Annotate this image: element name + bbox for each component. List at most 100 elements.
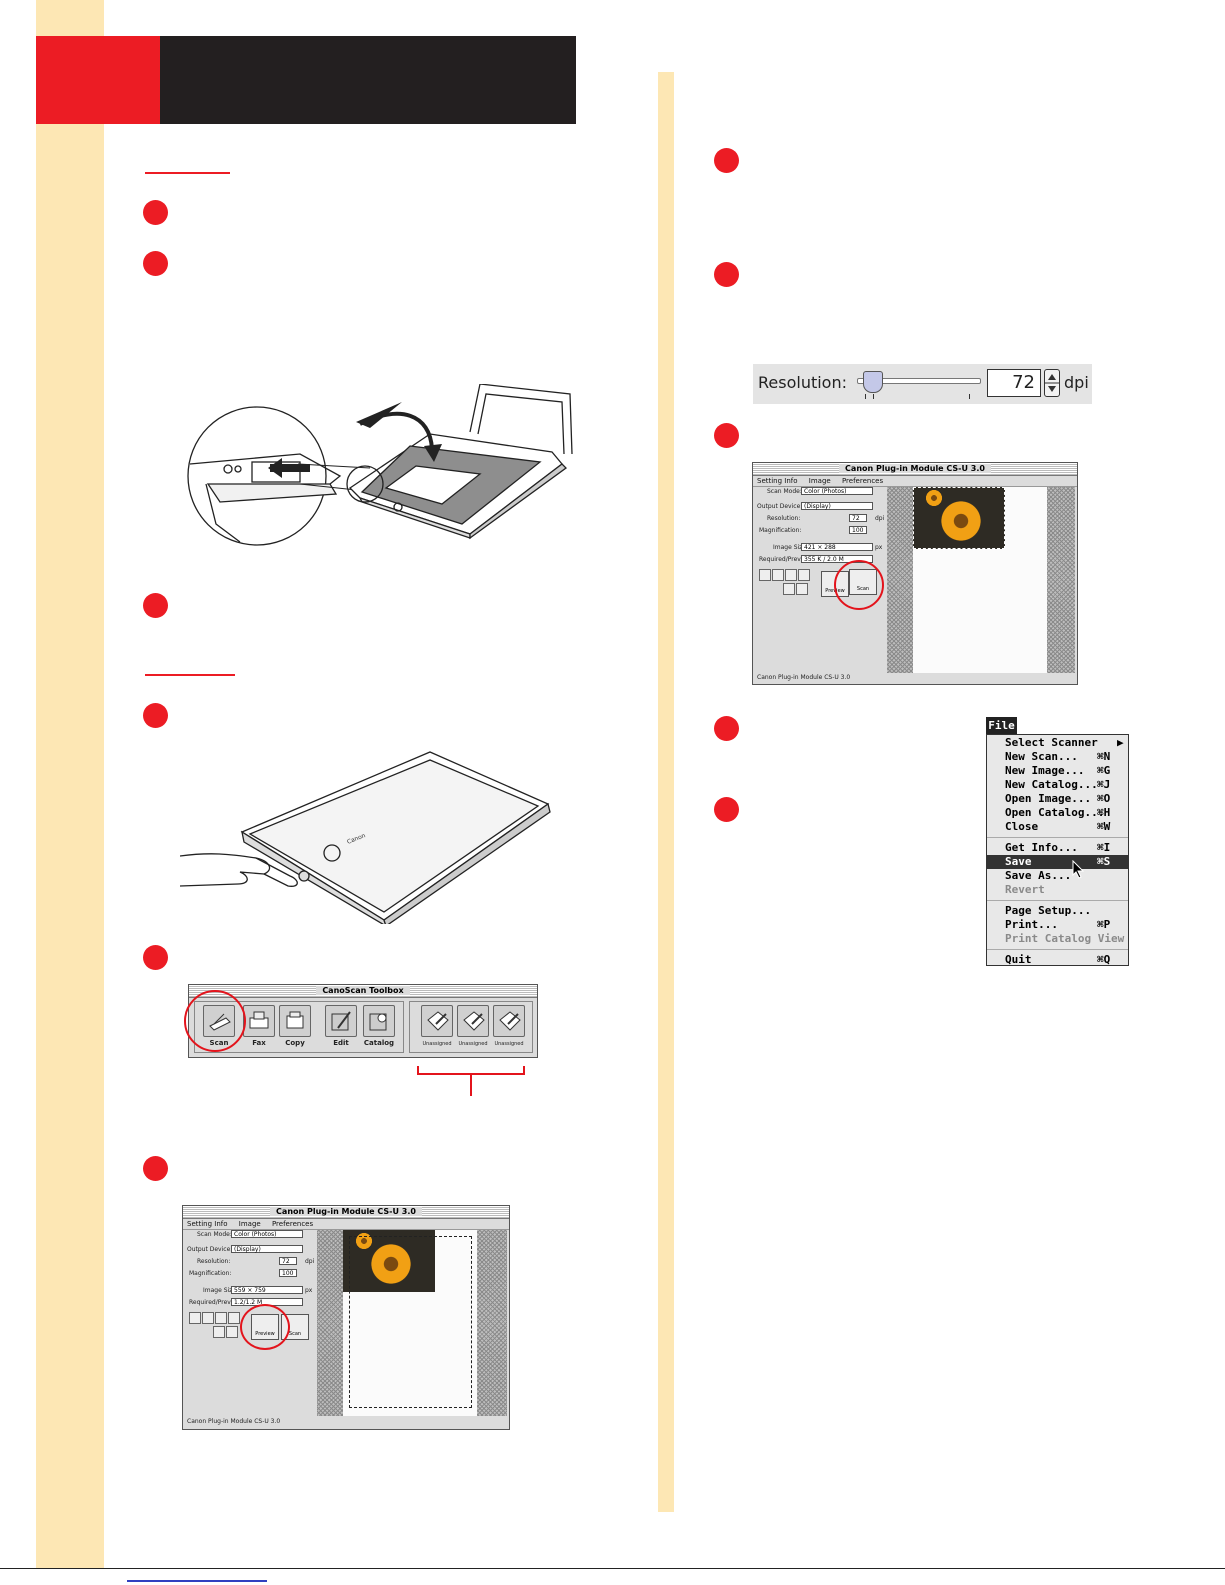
unassigned-button-2[interactable] bbox=[457, 1005, 489, 1037]
resolution-slider-thumb[interactable] bbox=[863, 371, 883, 393]
flower-image-small bbox=[925, 489, 943, 507]
menu-item-shortcut: ⌘O bbox=[1097, 792, 1111, 805]
color-icon[interactable] bbox=[783, 583, 795, 595]
menu-item-shortcut: ⌘G bbox=[1097, 764, 1111, 777]
image-size-label: Image Size: bbox=[203, 1287, 239, 1294]
scan-mode-label: Scan Mode: bbox=[767, 488, 802, 495]
resolution-field-label: Resolution: bbox=[767, 515, 801, 522]
file-menu-dropdown: Select Scanner▶ New Scan...⌘N New Image.… bbox=[986, 734, 1129, 966]
header-red-block bbox=[36, 36, 160, 124]
settings-icon[interactable] bbox=[226, 1326, 238, 1338]
menu-item-new-image[interactable]: New Image...⌘G bbox=[987, 764, 1128, 778]
plugin-title-bar[interactable]: Canon Plug-in Module CS-U 3.0 bbox=[753, 463, 1077, 476]
menu-separator bbox=[987, 837, 1128, 838]
unassigned-button-3[interactable] bbox=[493, 1005, 525, 1037]
menu-item-select-scanner[interactable]: Select Scanner▶ bbox=[987, 736, 1128, 750]
fax-tool-label: Fax bbox=[252, 1039, 266, 1047]
resolution-stepper[interactable] bbox=[1044, 369, 1060, 397]
step-marker bbox=[143, 200, 168, 225]
menu-item-label: Print Catalog View bbox=[1005, 932, 1125, 945]
zoom-in-icon[interactable] bbox=[189, 1312, 201, 1324]
left-margin-band bbox=[36, 0, 104, 1568]
menu-item-shortcut: ⌘H bbox=[1097, 806, 1111, 819]
image-size-unit: px bbox=[305, 1287, 313, 1294]
menu-item-get-info[interactable]: Get Info...⌘I bbox=[987, 841, 1128, 855]
hand-icon[interactable] bbox=[785, 569, 797, 581]
zoom-in-icon[interactable] bbox=[759, 569, 771, 581]
required-label: Required/Prev. bbox=[759, 556, 803, 563]
output-device-label: Output Device: bbox=[187, 1246, 233, 1253]
menu-item-close[interactable]: Close⌘W bbox=[987, 820, 1128, 834]
unassigned-button-1[interactable] bbox=[421, 1005, 453, 1037]
menu-setting-info[interactable]: Setting Info bbox=[187, 1220, 228, 1228]
slider-tick bbox=[873, 394, 874, 399]
menu-preferences[interactable]: Preferences bbox=[841, 477, 884, 485]
menu-separator bbox=[987, 949, 1128, 950]
resolution-control: Resolution: 72 dpi bbox=[753, 364, 1092, 404]
section-rule-2 bbox=[145, 674, 235, 676]
scanner-closed-illustration: Canon bbox=[180, 751, 551, 924]
menu-item-label: New Catalog... bbox=[1005, 778, 1098, 791]
toolbox-title: CanoScan Toolbox bbox=[316, 986, 410, 995]
copier-icon bbox=[286, 1011, 304, 1029]
scan-mode-select[interactable]: Color (Photos) bbox=[801, 487, 873, 495]
resolution-field-input[interactable]: 72 bbox=[279, 1257, 297, 1265]
menu-item-page-setup[interactable]: Page Setup... bbox=[987, 904, 1128, 918]
plugin-window-small: Canon Plug-in Module CS-U 3.0 Setting In… bbox=[752, 462, 1078, 685]
unassigned-label-1: Unassigned bbox=[422, 1041, 452, 1047]
menu-item-save-as[interactable]: Save As... bbox=[987, 869, 1128, 883]
magnification-input[interactable]: 100 bbox=[849, 526, 867, 534]
menu-item-shortcut: ⌘J bbox=[1097, 778, 1111, 791]
rotate-icon[interactable] bbox=[228, 1312, 240, 1324]
plugin-status: Canon Plug-in Module CS-U 3.0 bbox=[187, 1418, 281, 1425]
menu-item-print[interactable]: Print...⌘P bbox=[987, 918, 1128, 932]
menu-item-open-catalog[interactable]: Open Catalog...⌘H bbox=[987, 806, 1128, 820]
scan-button-highlight bbox=[184, 990, 246, 1052]
menu-item-open-image[interactable]: Open Image...⌘O bbox=[987, 792, 1128, 806]
resolution-slider-track[interactable] bbox=[857, 378, 981, 384]
scan-mode-select[interactable]: Color (Photos) bbox=[231, 1230, 303, 1238]
footer-rule bbox=[0, 1568, 1225, 1569]
menu-item-label: Print... bbox=[1005, 918, 1058, 931]
hand-icon[interactable] bbox=[215, 1312, 227, 1324]
catalog-tool-button[interactable] bbox=[363, 1005, 395, 1037]
file-menu-title[interactable]: File bbox=[986, 717, 1017, 735]
edit-tool-button[interactable] bbox=[325, 1005, 357, 1037]
menu-preferences[interactable]: Preferences bbox=[271, 1220, 314, 1228]
menu-item-save[interactable]: Save⌘S bbox=[987, 855, 1128, 869]
step-marker bbox=[143, 251, 168, 276]
toolbox-custom-group bbox=[409, 1001, 533, 1053]
menu-setting-info[interactable]: Setting Info bbox=[757, 477, 798, 485]
fax-tool-button[interactable] bbox=[243, 1005, 275, 1037]
menu-item-label: New Scan... bbox=[1005, 750, 1078, 763]
zoom-out-icon[interactable] bbox=[202, 1312, 214, 1324]
copy-tool-button[interactable] bbox=[279, 1005, 311, 1037]
scan-area-marquee[interactable] bbox=[349, 1236, 472, 1408]
fax-icon bbox=[249, 1011, 269, 1029]
toolbox-title-bar[interactable]: CanoScan Toolbox bbox=[189, 985, 537, 998]
menu-item-new-scan[interactable]: New Scan...⌘N bbox=[987, 750, 1128, 764]
menu-image[interactable]: Image bbox=[808, 477, 831, 485]
menu-item-revert: Revert bbox=[987, 883, 1128, 897]
magnification-input[interactable]: 100 bbox=[279, 1269, 297, 1277]
resolution-field-input[interactable]: 72 bbox=[849, 514, 867, 522]
rotate-icon[interactable] bbox=[798, 569, 810, 581]
unassigned-icon bbox=[463, 1011, 485, 1031]
resolution-value-input[interactable]: 72 bbox=[987, 369, 1041, 397]
slider-tick bbox=[969, 394, 970, 399]
plugin-title-bar[interactable]: Canon Plug-in Module CS-U 3.0 bbox=[183, 1206, 509, 1219]
menu-item-new-catalog[interactable]: New Catalog...⌘J bbox=[987, 778, 1128, 792]
step-marker bbox=[714, 716, 739, 741]
output-device-select[interactable]: (Display) bbox=[801, 502, 873, 510]
output-device-select[interactable]: (Display) bbox=[231, 1245, 303, 1253]
color-icon[interactable] bbox=[213, 1326, 225, 1338]
menu-item-quit[interactable]: Quit⌘Q bbox=[987, 953, 1128, 967]
required-label: Required/Prev. bbox=[189, 1299, 233, 1306]
zoom-out-icon[interactable] bbox=[772, 569, 784, 581]
menu-item-label: Open Catalog... bbox=[1005, 806, 1105, 819]
footer-link-underline[interactable] bbox=[127, 1580, 267, 1582]
scan-area-marquee[interactable] bbox=[913, 487, 1005, 549]
menu-image[interactable]: Image bbox=[238, 1220, 261, 1228]
unassigned-buttons-bracket bbox=[417, 1066, 525, 1096]
settings-icon[interactable] bbox=[796, 583, 808, 595]
